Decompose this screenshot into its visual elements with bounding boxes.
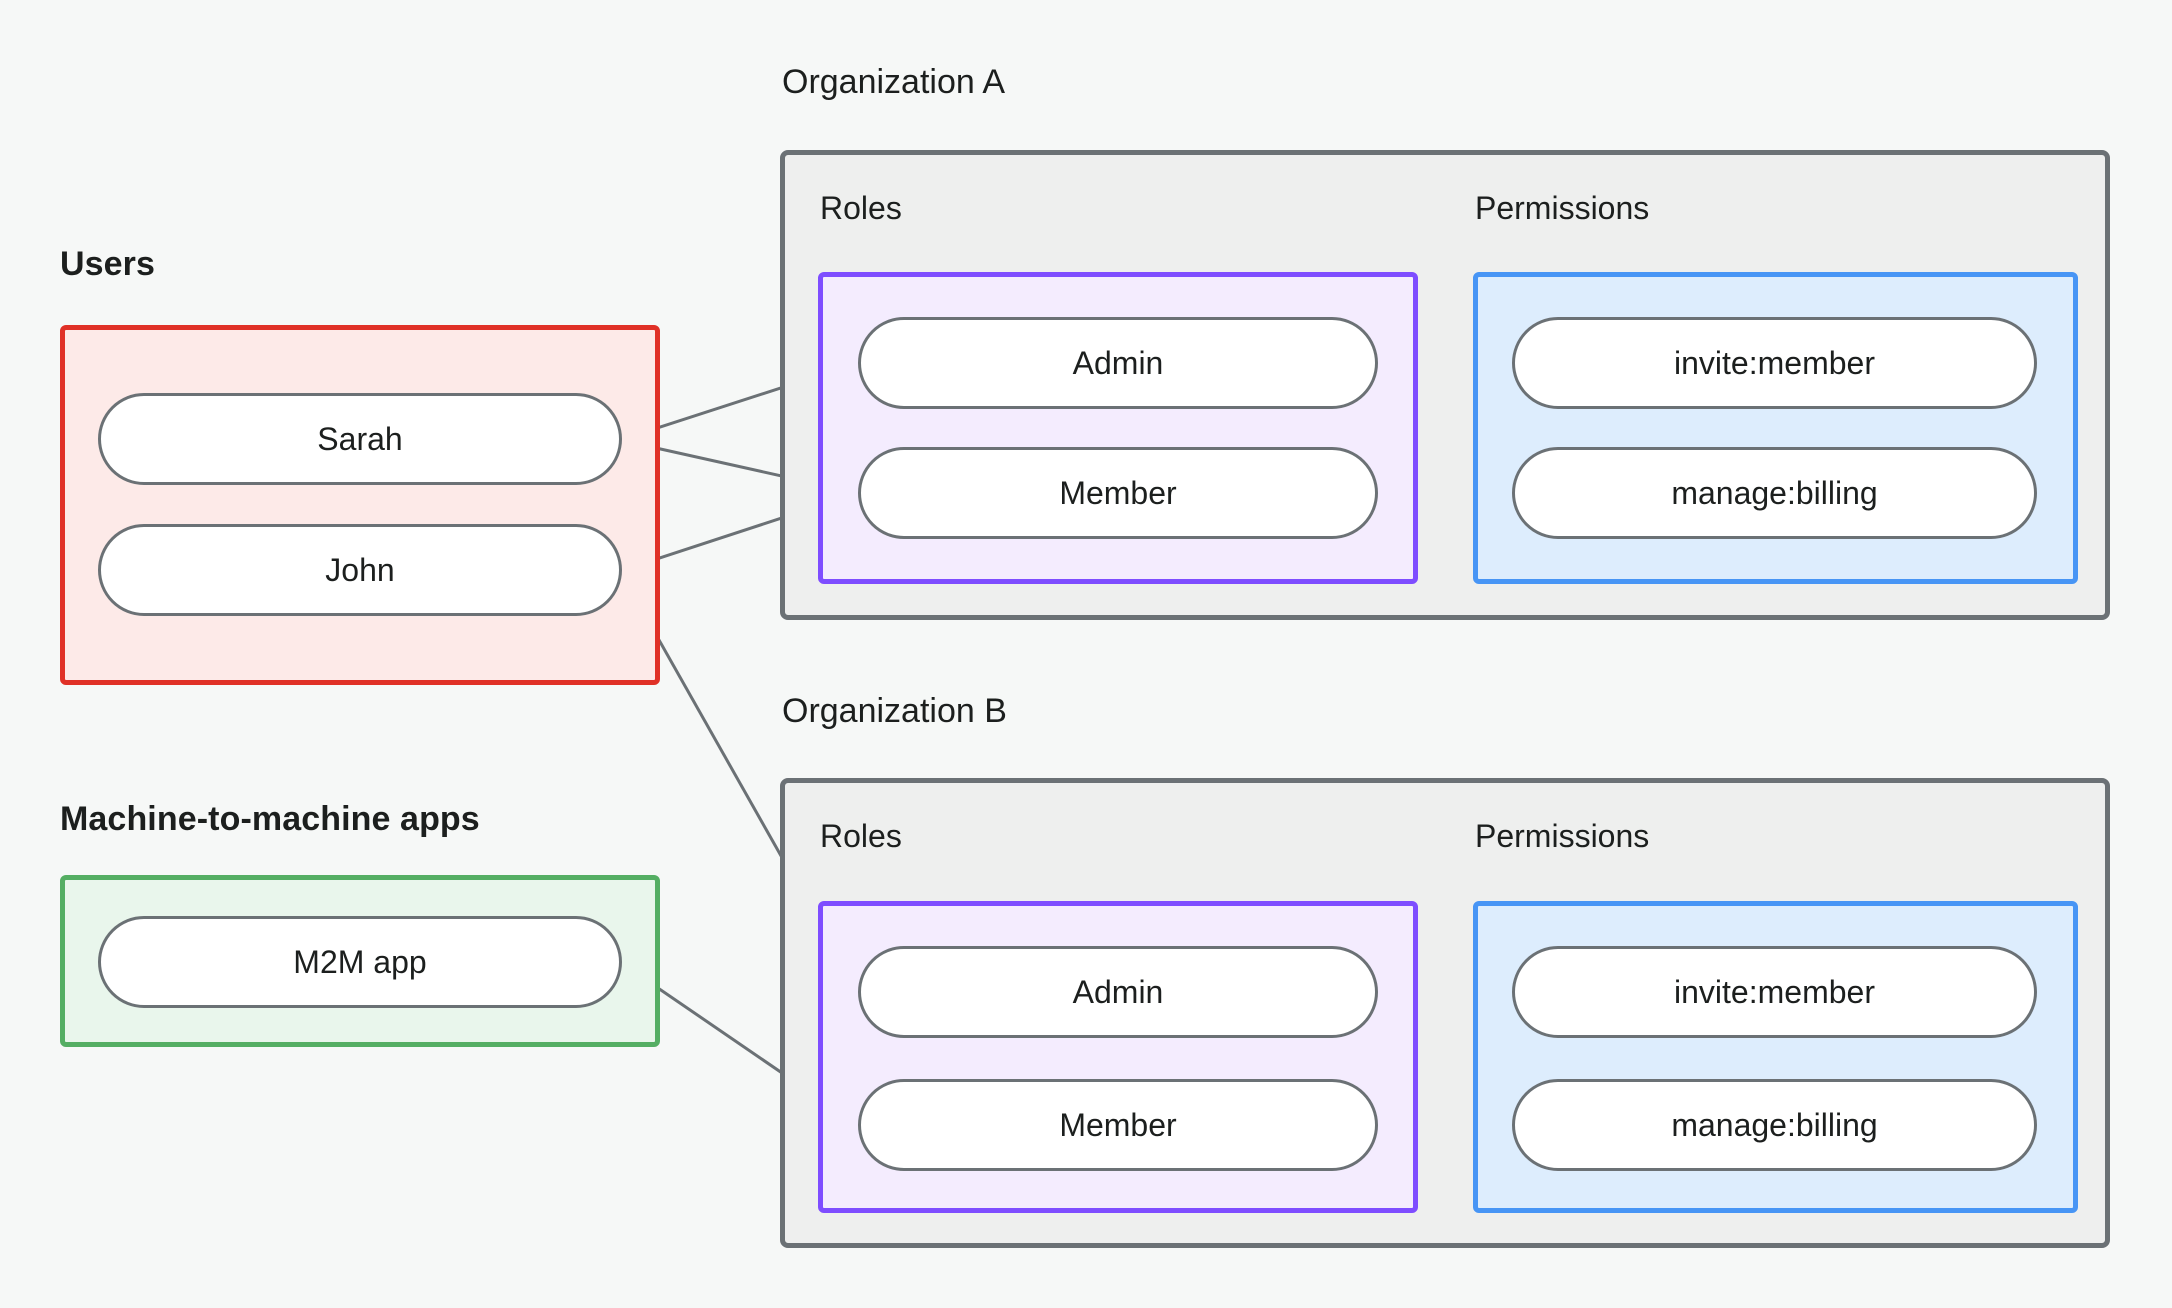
users-group-box bbox=[60, 325, 660, 685]
organization-a-permission-pill-invite-member[interactable]: invite:member bbox=[1512, 317, 2037, 409]
machine-apps-caption: Machine-to-machine apps bbox=[60, 800, 480, 838]
organization-a-title: Organization A bbox=[782, 63, 1006, 101]
organization-a-role-pill-admin[interactable]: Admin bbox=[858, 317, 1378, 409]
user-pill-john[interactable]: John bbox=[98, 524, 622, 616]
organization-b-title: Organization B bbox=[782, 692, 1007, 730]
organization-b-permission-pill-invite-member[interactable]: invite:member bbox=[1512, 946, 2037, 1038]
organization-b-permissions-title: Permissions bbox=[1475, 818, 1650, 854]
organization-b-permission-pill-manage-billing[interactable]: manage:billing bbox=[1512, 1079, 2037, 1171]
users-caption: Users bbox=[60, 245, 156, 283]
m2m-app-pill[interactable]: M2M app bbox=[98, 916, 622, 1008]
organization-a-role-pill-member[interactable]: Member bbox=[858, 447, 1378, 539]
organization-a-permissions-title: Permissions bbox=[1475, 190, 1650, 226]
organization-a-permission-pill-manage-billing[interactable]: manage:billing bbox=[1512, 447, 2037, 539]
organization-a-roles-title: Roles bbox=[820, 190, 902, 226]
organization-b-role-pill-admin[interactable]: Admin bbox=[858, 946, 1378, 1038]
organization-b-role-pill-member[interactable]: Member bbox=[858, 1079, 1378, 1171]
organization-b-roles-title: Roles bbox=[820, 818, 902, 854]
user-pill-sarah[interactable]: Sarah bbox=[98, 393, 622, 485]
